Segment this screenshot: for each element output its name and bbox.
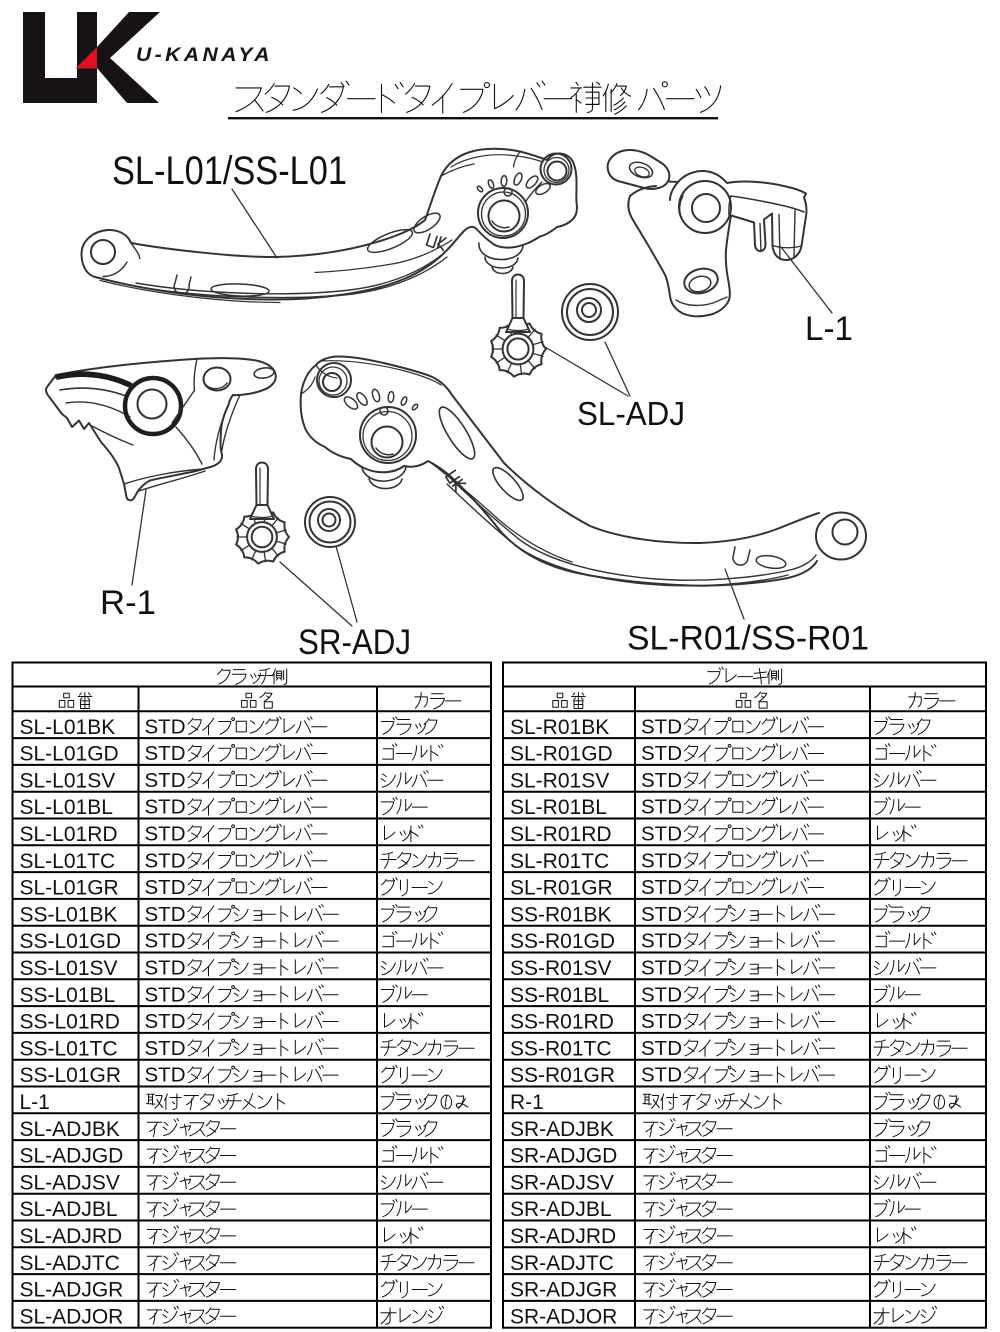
- svg-text:STD: STD: [145, 957, 186, 980]
- svg-text:L-1: L-1: [20, 1091, 50, 1114]
- svg-text:SR-ADJGR: SR-ADJGR: [510, 1279, 617, 1302]
- svg-text:STD: STD: [641, 823, 682, 846]
- svg-text:SR-ADJ: SR-ADJ: [298, 623, 411, 662]
- svg-text:SL-L01GD: SL-L01GD: [20, 743, 119, 766]
- svg-text:SL-L01/SS-L01: SL-L01/SS-L01: [112, 149, 347, 193]
- svg-text:SS-R01GD: SS-R01GD: [510, 930, 615, 953]
- svg-text:STD: STD: [145, 769, 186, 792]
- svg-text:R-1: R-1: [100, 584, 156, 622]
- svg-text:SS-L01BL: SS-L01BL: [20, 984, 116, 1007]
- svg-text:SS-L01GR: SS-L01GR: [20, 1064, 122, 1087]
- svg-text:SL-R01BL: SL-R01BL: [510, 796, 607, 819]
- svg-text:SL-ADJGR: SL-ADJGR: [20, 1279, 124, 1302]
- svg-text:STD: STD: [145, 849, 186, 872]
- svg-text:STD: STD: [145, 715, 186, 738]
- svg-text:STD: STD: [145, 823, 186, 846]
- svg-text:STD: STD: [641, 715, 682, 738]
- svg-text:STD: STD: [641, 957, 682, 980]
- svg-text:STD: STD: [145, 930, 186, 953]
- svg-text:STD: STD: [641, 930, 682, 953]
- svg-text:STD: STD: [641, 1037, 682, 1060]
- svg-text:SL-R01/SS-R01: SL-R01/SS-R01: [627, 620, 869, 658]
- svg-text:STD: STD: [641, 849, 682, 872]
- svg-text:SL-ADJ: SL-ADJ: [577, 395, 685, 432]
- svg-text:SS-R01SV: SS-R01SV: [510, 957, 612, 980]
- svg-text:SR-ADJTC: SR-ADJTC: [510, 1252, 614, 1275]
- svg-text:SL-R01SV: SL-R01SV: [510, 769, 609, 792]
- svg-text:STD: STD: [145, 1010, 186, 1033]
- svg-text:STD: STD: [641, 1064, 682, 1087]
- svg-text:SL-L01GR: SL-L01GR: [20, 877, 119, 900]
- svg-text:STD: STD: [145, 1037, 186, 1060]
- svg-text:STD: STD: [145, 876, 186, 899]
- svg-text:STD: STD: [641, 796, 682, 819]
- svg-text:SS-L01GD: SS-L01GD: [20, 930, 122, 953]
- svg-text:SL-ADJBK: SL-ADJBK: [20, 1118, 120, 1141]
- svg-text:SR-ADJBK: SR-ADJBK: [510, 1118, 614, 1141]
- svg-text:SS-L01BK: SS-L01BK: [20, 903, 118, 926]
- svg-text:STD: STD: [145, 903, 186, 926]
- svg-text:STD: STD: [641, 983, 682, 1006]
- svg-text:STD: STD: [641, 1010, 682, 1033]
- svg-text:SL-R01GR: SL-R01GR: [510, 877, 613, 900]
- svg-text:SL-ADJRD: SL-ADJRD: [20, 1225, 123, 1248]
- svg-text:STD: STD: [145, 983, 186, 1006]
- svg-text:SL-ADJGD: SL-ADJGD: [20, 1145, 124, 1168]
- svg-text:R-1: R-1: [510, 1091, 544, 1114]
- svg-text:SS-R01GR: SS-R01GR: [510, 1064, 615, 1087]
- svg-text:SS-L01TC: SS-L01TC: [20, 1037, 118, 1060]
- svg-text:SL-L01RD: SL-L01RD: [20, 823, 118, 846]
- svg-text:SL-L01SV: SL-L01SV: [20, 769, 116, 792]
- svg-text:SR-ADJBL: SR-ADJBL: [510, 1198, 612, 1221]
- svg-text:SL-ADJBL: SL-ADJBL: [20, 1198, 118, 1221]
- svg-text:STD: STD: [145, 1064, 186, 1087]
- svg-text:STD: STD: [641, 769, 682, 792]
- svg-text:SL-ADJTC: SL-ADJTC: [20, 1252, 120, 1275]
- svg-text:STD: STD: [641, 903, 682, 926]
- svg-text:SL-L01TC: SL-L01TC: [20, 850, 116, 873]
- svg-text:STD: STD: [641, 876, 682, 899]
- svg-text:U-KANAYA: U-KANAYA: [136, 44, 273, 66]
- svg-text:SL-R01GD: SL-R01GD: [510, 743, 613, 766]
- svg-text:L-1: L-1: [805, 310, 853, 348]
- svg-text:SL-R01BK: SL-R01BK: [510, 716, 609, 739]
- svg-text:SL-ADJSV: SL-ADJSV: [20, 1171, 120, 1194]
- svg-text:SS-R01BL: SS-R01BL: [510, 984, 609, 1007]
- svg-text:SR-ADJSV: SR-ADJSV: [510, 1171, 614, 1194]
- svg-text:SR-ADJOR: SR-ADJOR: [510, 1305, 617, 1328]
- svg-text:SR-ADJGD: SR-ADJGD: [510, 1145, 617, 1168]
- svg-text:SL-R01TC: SL-R01TC: [510, 850, 609, 873]
- svg-text:SL-L01BK: SL-L01BK: [20, 716, 116, 739]
- svg-text:SS-L01SV: SS-L01SV: [20, 957, 118, 980]
- svg-text:SS-L01RD: SS-L01RD: [20, 1011, 120, 1034]
- svg-text:SL-ADJOR: SL-ADJOR: [20, 1305, 124, 1328]
- svg-text:SL-L01BL: SL-L01BL: [20, 796, 113, 819]
- svg-text:SS-R01TC: SS-R01TC: [510, 1037, 612, 1060]
- svg-text:SR-ADJRD: SR-ADJRD: [510, 1225, 616, 1248]
- svg-text:SL-R01RD: SL-R01RD: [510, 823, 612, 846]
- svg-text:SS-R01RD: SS-R01RD: [510, 1011, 614, 1034]
- svg-text:STD: STD: [641, 742, 682, 765]
- svg-text:STD: STD: [145, 796, 186, 819]
- svg-text:STD: STD: [145, 742, 186, 765]
- svg-text:SS-R01BK: SS-R01BK: [510, 903, 612, 926]
